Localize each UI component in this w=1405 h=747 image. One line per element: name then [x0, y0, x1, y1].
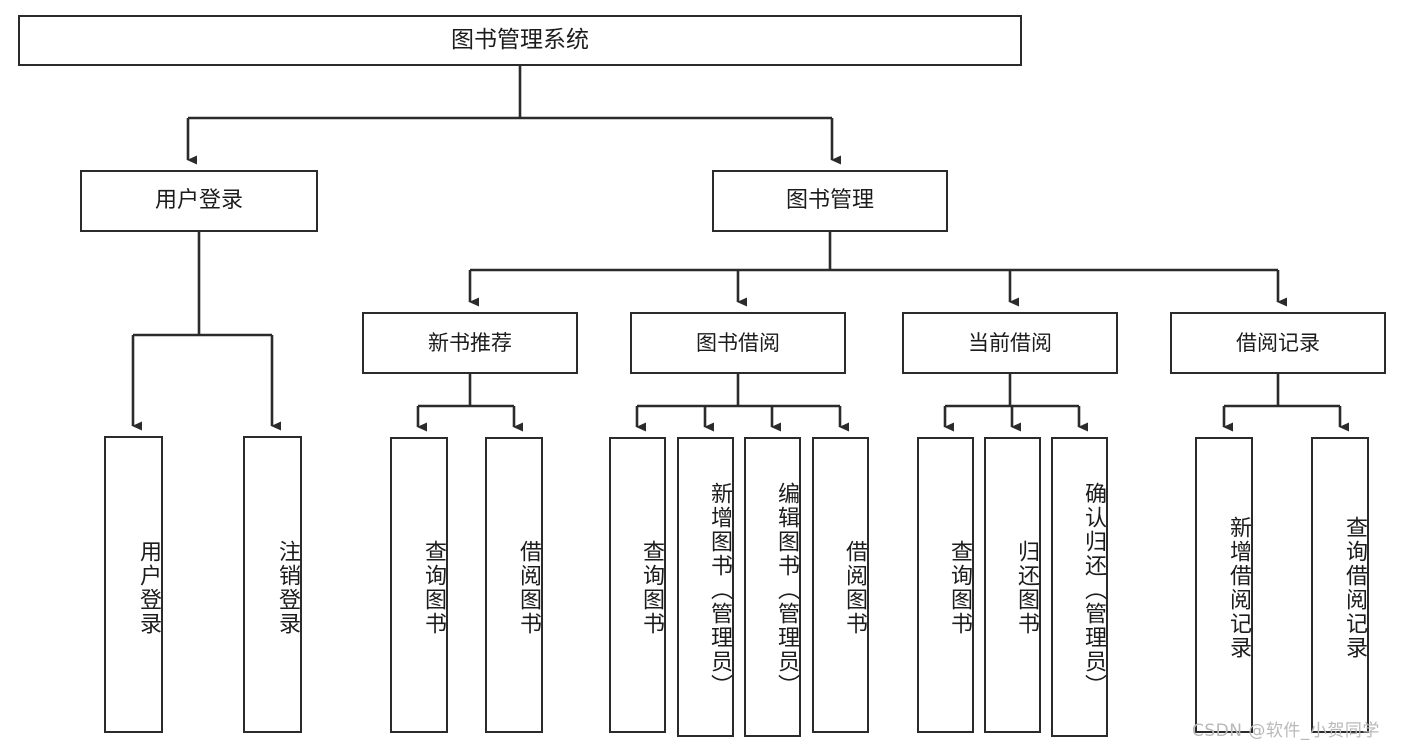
node-label: 新增图书（管理员） [707, 482, 732, 698]
node-label: 借阅图书 [516, 540, 541, 636]
leaf-record-add-record[interactable]: 新增借阅记录 [1195, 437, 1253, 733]
leaf-current-query-book[interactable]: 查询图书 [917, 437, 974, 733]
node-book-borrow[interactable]: 图书借阅 [630, 312, 846, 374]
leaf-borrow-borrow-book[interactable]: 借阅图书 [812, 437, 869, 733]
node-book-management[interactable]: 图书管理 [712, 170, 948, 232]
node-label: 注销登录 [275, 539, 300, 636]
node-label: 图书管理系统 [451, 26, 589, 53]
node-borrow-record[interactable]: 借阅记录 [1170, 312, 1386, 374]
leaf-record-query-record[interactable]: 查询借阅记录 [1311, 437, 1369, 733]
node-label: 图书管理 [785, 188, 874, 214]
node-label: 归还图书 [1014, 540, 1039, 636]
leaf-user-login-signin[interactable]: 用户登录 [104, 436, 163, 733]
node-label: 查询图书 [421, 540, 446, 636]
node-label: 用户登录 [154, 188, 243, 214]
leaf-borrow-edit-book-admin[interactable]: 编辑图书（管理员） [744, 437, 801, 737]
leaf-borrow-query-book[interactable]: 查询图书 [609, 437, 666, 733]
node-label: 图书借阅 [696, 330, 780, 355]
leaf-current-confirm-return-admin[interactable]: 确认归还（管理员） [1051, 437, 1108, 737]
node-label: 新增借阅记录 [1226, 516, 1251, 660]
node-current-borrow[interactable]: 当前借阅 [902, 312, 1118, 374]
leaf-current-return-book[interactable]: 归还图书 [984, 437, 1041, 733]
node-label: 查询图书 [639, 540, 664, 636]
node-new-book-recommend[interactable]: 新书推荐 [362, 312, 578, 374]
node-label: 查询图书 [947, 540, 972, 636]
node-label: 用户登录 [136, 539, 161, 636]
csdn-watermark: CSDN @软件_小贺同学 [1192, 721, 1380, 741]
node-label: 查询借阅记录 [1342, 516, 1367, 660]
node-label: 当前借阅 [968, 330, 1052, 355]
leaf-recommend-query-book[interactable]: 查询图书 [390, 437, 448, 733]
node-label: 借阅记录 [1236, 330, 1320, 355]
leaf-recommend-borrow-book[interactable]: 借阅图书 [485, 437, 543, 733]
leaf-borrow-add-book-admin[interactable]: 新增图书（管理员） [677, 437, 734, 737]
node-label: 编辑图书（管理员） [774, 482, 799, 698]
node-user-login[interactable]: 用户登录 [80, 170, 318, 232]
node-label: 新书推荐 [428, 330, 512, 355]
leaf-user-login-signout[interactable]: 注销登录 [243, 436, 302, 733]
node-label: 确认归还（管理员） [1081, 482, 1106, 698]
node-root-system[interactable]: 图书管理系统 [18, 15, 1022, 66]
node-label: 借阅图书 [842, 540, 867, 636]
